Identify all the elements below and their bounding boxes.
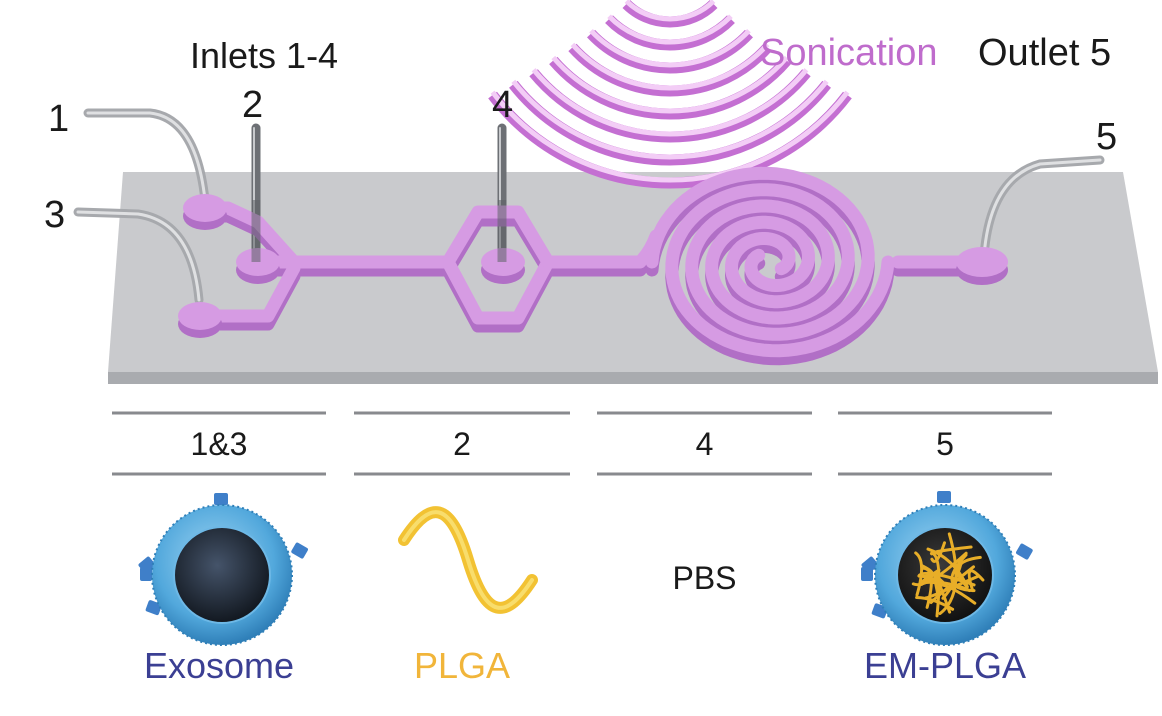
port-label-5: 5 [1096, 116, 1118, 158]
microchannels [193, 166, 989, 366]
port-1 [183, 194, 227, 222]
port-3 [178, 302, 222, 330]
table-header-1-3: 1&3 [190, 426, 248, 462]
plga-fiber [967, 569, 985, 593]
pbs-label: PBS [672, 560, 737, 596]
inlets-title: Inlets 1-4 [190, 35, 339, 76]
plga-fiber [930, 545, 973, 556]
table-lines [112, 411, 1052, 476]
ports [178, 194, 1008, 338]
sonication-waves [488, 0, 852, 189]
table-header-2: 2 [453, 426, 471, 462]
plga-fiber [933, 575, 952, 614]
port-label-3: 3 [44, 194, 66, 236]
plga-fiber [917, 571, 976, 587]
table-header-5: 5 [936, 426, 954, 462]
em-plga-label: EM-PLGA [863, 645, 1027, 686]
spiral-mixer [645, 166, 895, 366]
port-5 [956, 247, 1008, 277]
plga-fiber [911, 551, 968, 587]
port-label-2: 2 [242, 84, 264, 126]
port-label-1: 1 [48, 98, 70, 140]
plga-fiber [930, 541, 946, 563]
exosome-icon [138, 493, 308, 646]
plga-fiber [938, 532, 958, 616]
exosome-label: Exosome [143, 645, 295, 686]
outlet-label: Outlet 5 [978, 32, 1112, 74]
plga-label: PLGA [413, 645, 511, 686]
spiral-arm [665, 183, 895, 358]
spiral-arm [645, 166, 875, 341]
channel-inlet-3 [193, 261, 301, 323]
table-header-4: 4 [695, 426, 714, 462]
sonication-label: Sonication [760, 32, 938, 74]
plga-fiber [918, 568, 941, 586]
em-plga-icon [861, 491, 1033, 646]
plga-fiber [914, 551, 924, 597]
port-label-4: 4 [492, 84, 514, 126]
